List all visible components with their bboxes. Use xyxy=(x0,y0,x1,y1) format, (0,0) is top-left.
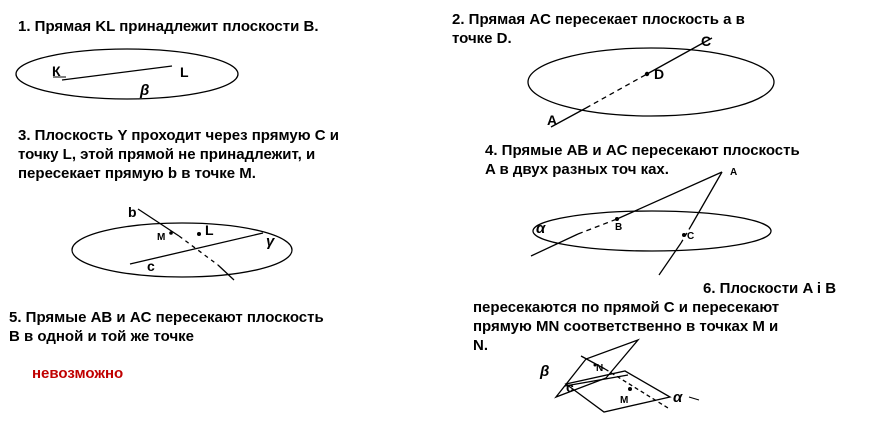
problem-2-text: 2. Прямая AC пересекает плоскость a в то… xyxy=(452,10,745,48)
label-k: К xyxy=(52,63,61,79)
label-c: C xyxy=(687,231,694,242)
label-n: N xyxy=(596,363,603,374)
figure-1: К L β xyxy=(15,48,239,100)
line-ab-lower xyxy=(530,233,579,257)
problem-4-text: 4. Прямые AB и AC пересекают плоскость A… xyxy=(485,141,800,179)
alpha-arrow-stroke xyxy=(688,396,700,401)
problem-4-line-1: 4. Прямые AB и AC пересекают плоскость xyxy=(485,142,800,159)
point-c xyxy=(682,233,686,237)
label-l: L xyxy=(205,222,214,238)
figure-4: A B C α xyxy=(530,167,772,276)
figure-6: β N c M α xyxy=(539,338,700,413)
line-b-upper xyxy=(137,208,180,237)
problem-3-text: 3. Плоскость Y проходит через прямую C и… xyxy=(18,126,339,183)
label-beta: β xyxy=(539,363,549,380)
label-m: M xyxy=(620,395,628,406)
line-ab-upper xyxy=(616,171,723,220)
problem-5-text: 5. Прямые AB и AC пересекают плоскость B… xyxy=(9,308,324,346)
plane-beta-ellipse xyxy=(15,48,239,100)
line-ac-upper xyxy=(646,37,713,75)
problem-5-answer: невозможно xyxy=(32,365,124,382)
plane-alpha-parallelogram xyxy=(564,370,672,413)
plane-a-ellipse xyxy=(527,47,775,117)
label-m: M xyxy=(157,232,165,243)
problem-3-line-3: пересекает прямую b в точке M. xyxy=(18,165,256,182)
label-a: A xyxy=(730,167,737,178)
line-ac-lower xyxy=(550,107,587,128)
point-m xyxy=(169,231,173,235)
label-c: c xyxy=(566,379,574,395)
point-m xyxy=(628,387,632,391)
problem-2-line-2: точке D. xyxy=(452,30,512,47)
line-b-lower xyxy=(217,264,235,281)
point-d xyxy=(644,71,650,77)
problem-1-text: 1. Прямая KL принадлежит плоскости B. xyxy=(18,17,319,36)
label-beta: β xyxy=(139,82,149,99)
point-l xyxy=(197,232,201,236)
problem-6-line-1: 6. Плоскости A i B xyxy=(703,280,837,297)
line-b-hidden xyxy=(178,235,219,266)
plane-gamma-ellipse xyxy=(71,222,293,278)
line-ab-hidden xyxy=(577,218,618,235)
plane-alpha-ellipse xyxy=(532,210,772,252)
line-ac-hidden xyxy=(585,73,648,109)
label-c: C xyxy=(701,33,711,49)
problem-2-line-1: 2. Прямая AC пересекает плоскость a в xyxy=(452,11,745,28)
label-d: D xyxy=(654,66,664,82)
problem-1-line-1: 1. Прямая KL принадлежит плоскости B. xyxy=(18,18,319,35)
problem-5-line-1: 5. Прямые AB и AC пересекают плоскость xyxy=(9,309,324,326)
label-c: c xyxy=(147,258,155,274)
problem-6-line-2: пересекаются по прямой C и пересекают xyxy=(473,299,780,316)
label-a: A xyxy=(547,112,557,128)
line-mn-upper xyxy=(580,355,606,370)
figure-3: b M L γ c xyxy=(71,204,293,281)
problem-3-line-2: точку L, этой прямой не принадлежит, и xyxy=(18,146,316,163)
point-b xyxy=(615,217,619,221)
line-kl xyxy=(61,65,173,81)
line-ac-upper xyxy=(690,171,723,227)
problem-6-line-4: N. xyxy=(473,337,488,354)
label-l: L xyxy=(180,64,189,80)
line-mn-hidden xyxy=(604,368,669,409)
point-n xyxy=(593,363,597,367)
line-ac-hidden xyxy=(680,225,692,244)
label-alpha: α xyxy=(536,220,546,237)
line-ac-lower xyxy=(658,242,682,276)
label-alpha: α xyxy=(673,389,683,406)
problem-6-line-3: прямую MN соответственно в точках M и xyxy=(473,318,779,335)
problem-5-line-2: B в одной и той же точке xyxy=(9,328,195,345)
figure-2: C D A xyxy=(527,33,775,128)
problem-3-line-1: 3. Плоскость Y проходит через прямую C и xyxy=(18,127,339,144)
problem-6-text: 6. Плоскости A i B пересекаются по прямо… xyxy=(473,279,836,355)
plane-beta-parallelogram xyxy=(554,338,641,399)
label-gamma: γ xyxy=(266,233,276,250)
line-c xyxy=(129,232,264,265)
label-b: b xyxy=(128,204,137,220)
problem-4-line-2: A в двух разных точ ках. xyxy=(485,161,669,178)
label-b: B xyxy=(615,222,622,233)
